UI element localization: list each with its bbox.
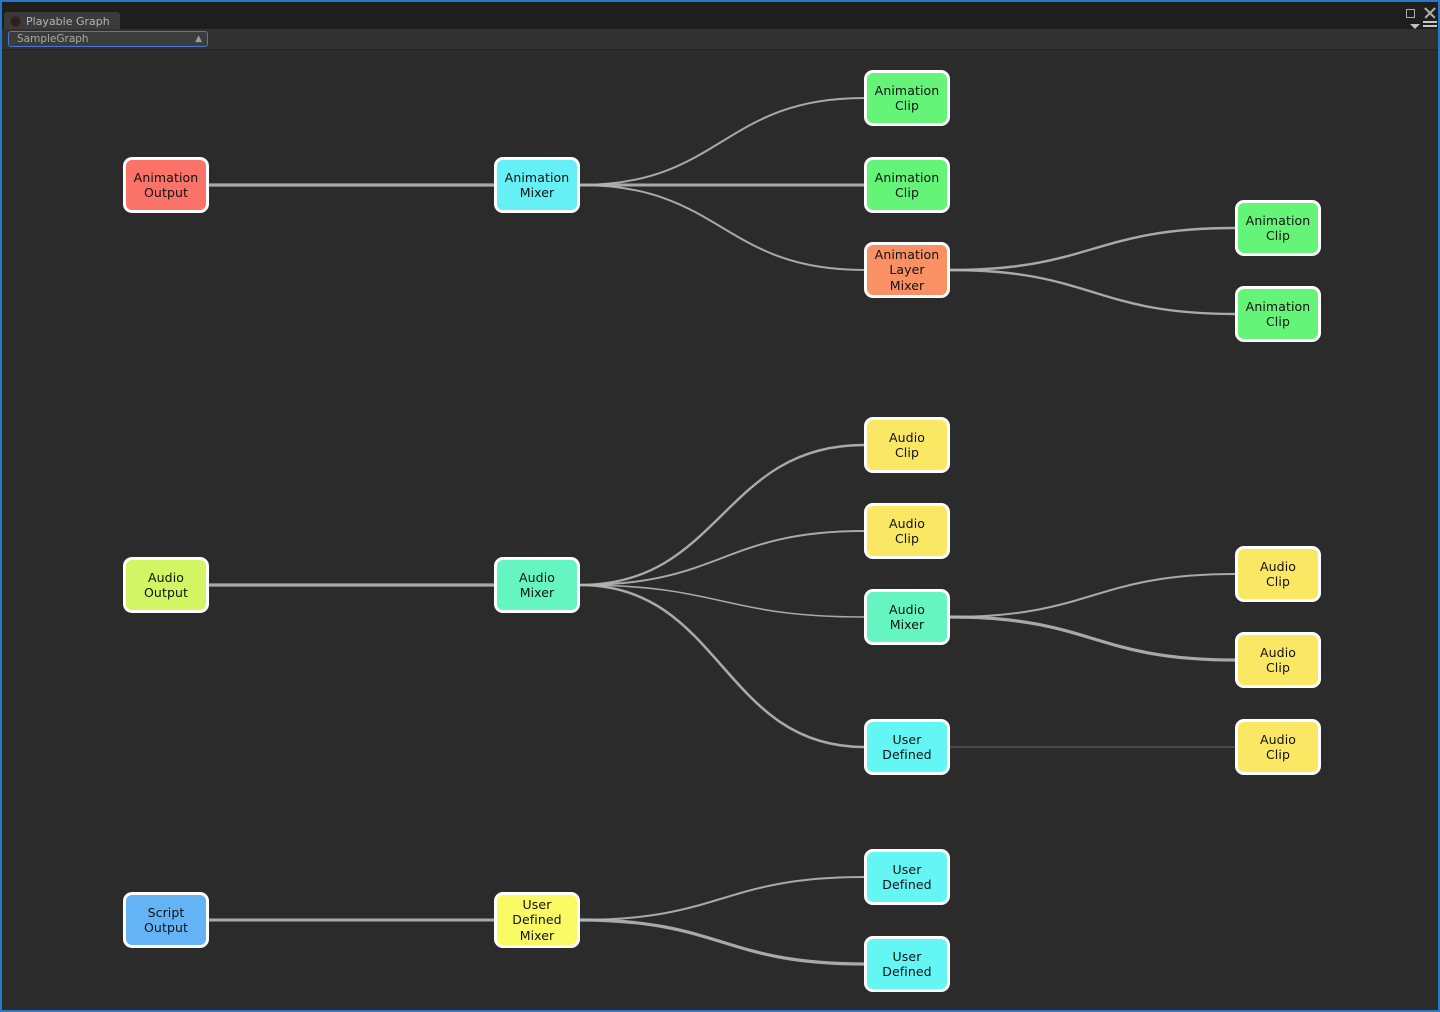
window-controls [1406,7,1436,19]
tab-label: Playable Graph [26,15,110,28]
node-label-line: Clip [894,98,919,113]
graph-edges [207,97,1237,966]
node-label-line: Defined [512,912,562,928]
node-label-line: Defined [882,877,932,892]
graph-edge [949,573,1236,618]
node-label-line: Animation [504,169,570,185]
node-label-line: Clip [1265,747,1290,762]
graph-selector-value: SampleGraph [17,33,89,45]
graph-dot-icon [10,16,21,27]
node-label-line: Defined [882,747,932,762]
node-label-line: Output [143,585,189,600]
tab-playable-graph[interactable]: Playable Graph [4,12,120,31]
graph-toolbar: SampleGraph ▲▼ [2,29,1438,50]
node-label-line: Animation [874,246,940,262]
node-label-line: Clip [1265,314,1290,329]
graph-edge [579,530,865,586]
node-label-line: Output [143,920,189,935]
graph-selector-dropdown[interactable]: SampleGraph ▲▼ [8,31,208,47]
node-label-line: Defined [882,964,932,979]
node-label-line: Audio [1259,644,1297,660]
node-label-line: Audio [888,429,926,445]
graph-edge [578,443,866,587]
node-label-line: Script [147,904,185,920]
node-label-line: User [522,896,552,912]
node-label-line: Animation [1245,212,1311,228]
node-label-line: Clip [894,445,919,460]
node-label-line: Animation [874,169,940,185]
node-label-line: Layer [889,262,925,278]
node-label-line: Animation [1245,298,1311,314]
node-label-line: Clip [894,531,919,546]
node-label-line: Mixer [519,927,555,943]
node-label-line: Animation [133,169,199,185]
filter-icon[interactable] [1410,23,1420,29]
graph-edge [579,184,865,271]
node-label-line: Clip [1265,660,1290,675]
graph-edge [578,918,866,966]
node-label-line: Clip [894,185,919,200]
maximize-icon[interactable] [1406,9,1415,18]
graph-edge [578,583,866,749]
node-label-line: User [892,731,922,747]
graph-edge [948,268,1237,316]
node-label-line: Audio [1259,558,1297,574]
node-label-line: Clip [1265,228,1290,243]
node-label-line: Mixer [889,277,925,293]
graph-edge [579,876,865,921]
node-label-line: Clip [1265,574,1290,589]
node-label-line: Mixer [519,585,555,600]
node-label-line: Audio [518,569,556,585]
node-label-line: Audio [147,569,185,585]
node-label-line: Audio [888,515,926,531]
graph-edge [948,226,1237,272]
node-label-line: Audio [888,601,926,617]
window-titlebar: Playable Graph [2,2,1438,31]
chevron-updown-icon: ▲▼ [195,34,202,44]
node-label-line: Mixer [889,617,925,632]
node-label-line: User [892,948,922,964]
graph-edge [579,97,865,186]
node-label-line: Audio [1259,731,1297,747]
node-label-line: Output [143,185,189,200]
node-label-line: Mixer [519,185,555,200]
close-icon[interactable] [1424,7,1436,19]
node-label-line: Animation [874,82,940,98]
graph-edge [948,615,1237,662]
node-label-line: User [892,861,922,877]
graph-edge [579,584,865,618]
